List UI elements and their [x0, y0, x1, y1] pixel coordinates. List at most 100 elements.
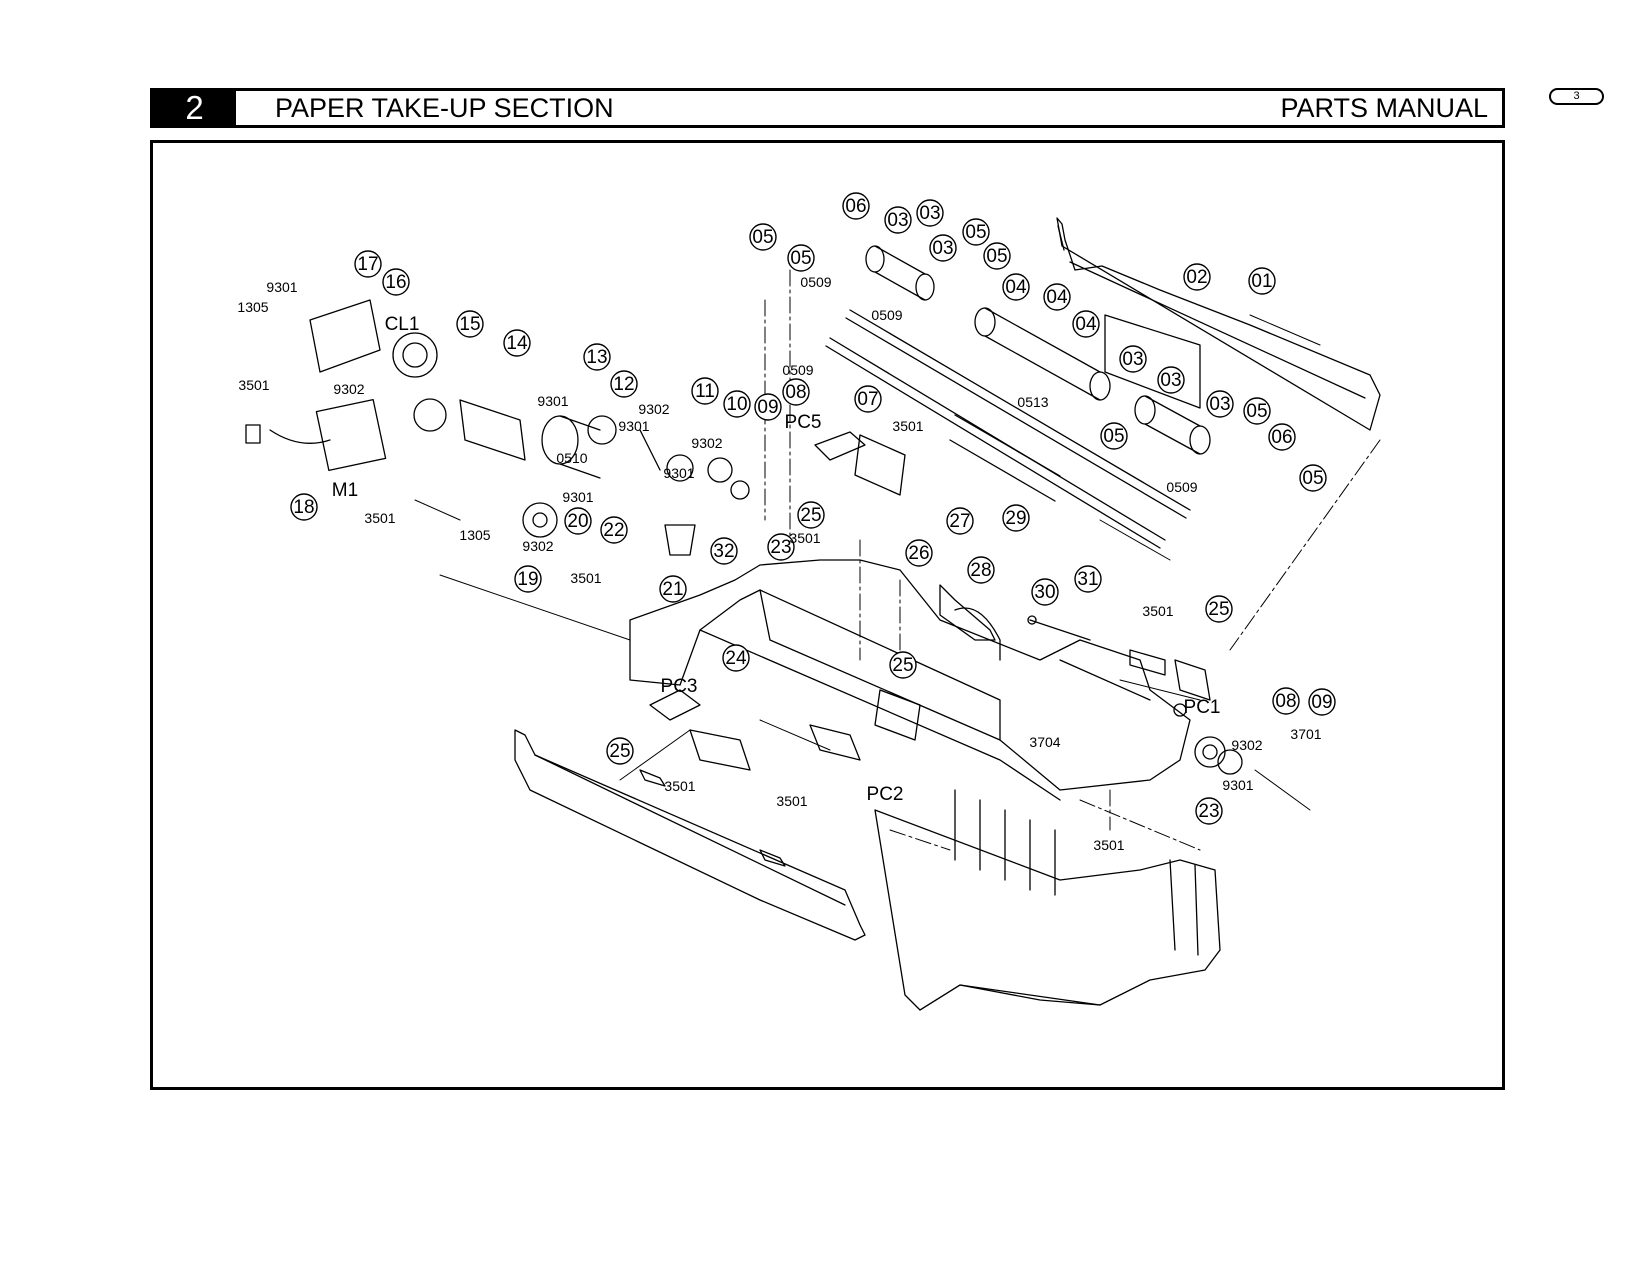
part-callout-05: 05: [1299, 464, 1327, 492]
part-callout-15: 15: [456, 310, 484, 338]
callout-circle: [723, 390, 751, 418]
callout-number: 05: [1302, 468, 1323, 489]
part-label: PC5: [785, 412, 822, 433]
part-callout-08: 08: [1272, 687, 1300, 715]
callout-circle: [1002, 273, 1030, 301]
callout-circle: [610, 370, 638, 398]
part-label: 9301: [618, 418, 649, 434]
part-label: 0509: [1166, 479, 1197, 495]
callout-circle: [782, 378, 810, 406]
parts-drawing: [245, 217, 1381, 1011]
part-callout-03: 03: [1157, 366, 1185, 394]
part-callout-02: 02: [1183, 263, 1211, 291]
callout-number: 16: [385, 272, 406, 293]
callout-number: 04: [1046, 287, 1068, 308]
bottom-tray-assembly: [874, 789, 1221, 1011]
part-label: 0509: [782, 362, 813, 378]
part-label: 3701: [1290, 726, 1321, 742]
part-label: 3501: [892, 418, 923, 434]
callout-circle: [749, 223, 777, 251]
part-label: CL1: [385, 314, 420, 335]
drive-assembly: [245, 299, 750, 556]
callout-number: 27: [949, 511, 970, 532]
part-callout-20: 20: [564, 507, 592, 535]
callout-number: 05: [752, 227, 773, 248]
callout-circle: [290, 493, 318, 521]
callout-number: 18: [293, 497, 314, 518]
callout-circle: [382, 268, 410, 296]
callout-number: 06: [845, 196, 866, 217]
part-callout-05: 05: [1243, 397, 1271, 425]
callout-number: 06: [1271, 427, 1292, 448]
callout-number: 03: [1160, 370, 1181, 391]
callout-circle: [514, 565, 542, 593]
callout-number: 04: [1075, 314, 1097, 335]
callout-circle: [842, 192, 870, 220]
callout-number: 03: [1122, 349, 1143, 370]
callout-circle: [754, 393, 782, 421]
part-callout-21: 21: [659, 575, 687, 603]
part-label: 9302: [522, 538, 553, 554]
callout-number: 14: [506, 333, 528, 354]
callout-circle: [1195, 797, 1223, 825]
callout-number: 05: [1103, 426, 1124, 447]
part-label: 3501: [789, 530, 820, 546]
part-callout-01: 01: [1248, 267, 1276, 295]
part-callout-03: 03: [884, 206, 912, 234]
callout-circle: [905, 539, 933, 567]
callout-circle: [929, 234, 957, 262]
part-callout-04: 04: [1002, 273, 1030, 301]
callout-number: 25: [892, 655, 913, 676]
rollers-upper-set: [865, 245, 1211, 455]
callout-circle: [1248, 267, 1276, 295]
part-callout-25: 25: [606, 737, 634, 765]
callout-number: 24: [725, 648, 747, 669]
callout-number: 01: [1251, 271, 1272, 292]
callout-circle: [691, 377, 719, 405]
callout-circle: [1308, 688, 1336, 716]
part-label: 9301: [562, 489, 593, 505]
callout-circle: [1272, 687, 1300, 715]
part-callout-06: 06: [1268, 423, 1296, 451]
part-callout-03: 03: [916, 199, 944, 227]
part-callout-25: 25: [797, 501, 825, 529]
part-callout-27: 27: [946, 507, 974, 535]
callout-number: 05: [965, 222, 986, 243]
rear-frame-plate: [1056, 217, 1381, 431]
callout-number: 17: [357, 254, 378, 275]
callout-number: 30: [1034, 582, 1055, 603]
part-label: 9302: [691, 435, 722, 451]
callout-number: 31: [1077, 569, 1098, 590]
part-callout-12: 12: [610, 370, 638, 398]
callout-circle: [1100, 422, 1128, 450]
callout-circle: [983, 242, 1011, 270]
part-label: 3501: [1142, 603, 1173, 619]
callout-number: 13: [586, 347, 607, 368]
part-label: 1305: [237, 299, 268, 315]
part-callout-04: 04: [1072, 310, 1100, 338]
callout-circle: [967, 556, 995, 584]
feed-roller: [949, 414, 1061, 502]
part-callout-03: 03: [929, 234, 957, 262]
part-callout-17: 17: [354, 250, 382, 278]
callout-number: 04: [1005, 277, 1027, 298]
callout-circle: [583, 343, 611, 371]
lever-parts: [939, 584, 1091, 641]
part-label: PC3: [661, 676, 698, 697]
main-chassis: [629, 559, 1191, 801]
callout-number: 19: [517, 569, 538, 590]
part-label: 3501: [570, 570, 601, 586]
part-callout-05: 05: [1100, 422, 1128, 450]
part-callout-19: 19: [514, 565, 542, 593]
callout-number: 03: [919, 203, 940, 224]
part-callout-05: 05: [983, 242, 1011, 270]
callout-number: 28: [970, 560, 991, 581]
callout-number: 07: [857, 389, 878, 410]
part-label: 9302: [1231, 737, 1262, 753]
part-label: 3501: [776, 793, 807, 809]
part-callout-05: 05: [962, 218, 990, 246]
part-label: 3501: [1093, 837, 1124, 853]
part-callout-06: 06: [842, 192, 870, 220]
callout-number: 02: [1186, 267, 1207, 288]
